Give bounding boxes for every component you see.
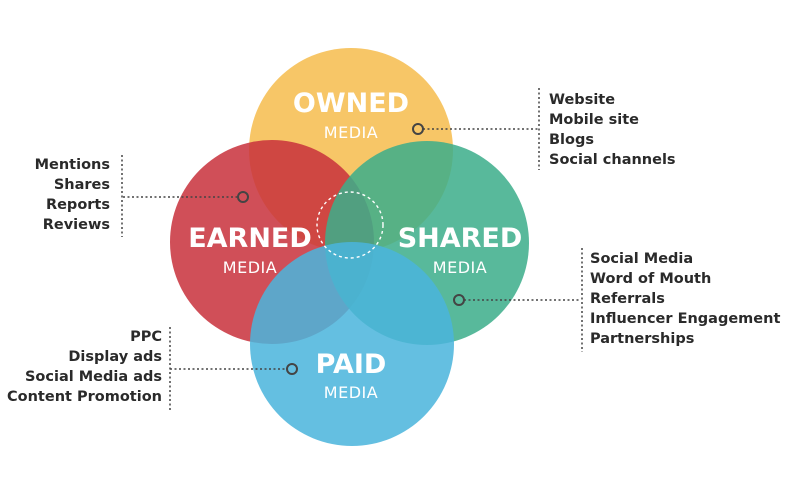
shared-media-list: Social Media Word of Mouth Referrals Inf…: [590, 249, 780, 349]
list-item: Social channels: [549, 152, 676, 168]
list-item: Reviews: [42, 217, 110, 233]
list-item: Referrals: [590, 291, 665, 307]
earned-connector-dot: [237, 191, 249, 203]
paid-connector: [169, 327, 298, 410]
list-item: Display ads: [68, 349, 162, 365]
owned-connector: [412, 88, 540, 170]
list-item: Mentions: [34, 157, 110, 173]
list-item: Mobile site: [549, 112, 639, 128]
list-item: Influencer Engagement: [590, 311, 781, 327]
shared-subtitle: MEDIA: [433, 258, 487, 277]
list-item: Partnerships: [590, 331, 695, 347]
paid-media-circle: [250, 242, 454, 446]
owned-media-list: Website Mobile site Blogs Social channel…: [549, 90, 676, 170]
list-item: Social Media: [590, 251, 694, 267]
earned-title: EARNED: [188, 223, 312, 254]
list-item: Reports: [45, 197, 110, 213]
earned-subtitle: MEDIA: [223, 258, 277, 277]
list-item: Shares: [53, 177, 110, 193]
owned-subtitle: MEDIA: [324, 123, 378, 142]
list-item: PPC: [130, 329, 162, 345]
paid-subtitle: MEDIA: [324, 383, 378, 402]
earned-connector: [121, 155, 249, 237]
earned-media-list: Mentions Shares Reports Reviews: [35, 155, 110, 235]
list-item: Content Promotion: [7, 389, 162, 405]
shared-title: SHARED: [398, 223, 523, 254]
list-item: Blogs: [549, 132, 594, 148]
paid-connector-dot: [286, 363, 298, 375]
paid-media-list: PPC Display ads Social Media ads Content…: [7, 327, 162, 407]
paid-title: PAID: [316, 349, 387, 380]
list-item: Social Media ads: [24, 369, 162, 385]
shared-connector: [453, 248, 583, 352]
list-item: Website: [549, 92, 616, 108]
center-dashed-ring: [316, 191, 384, 259]
list-item: Word of Mouth: [590, 271, 712, 287]
owned-title: OWNED: [293, 88, 409, 119]
